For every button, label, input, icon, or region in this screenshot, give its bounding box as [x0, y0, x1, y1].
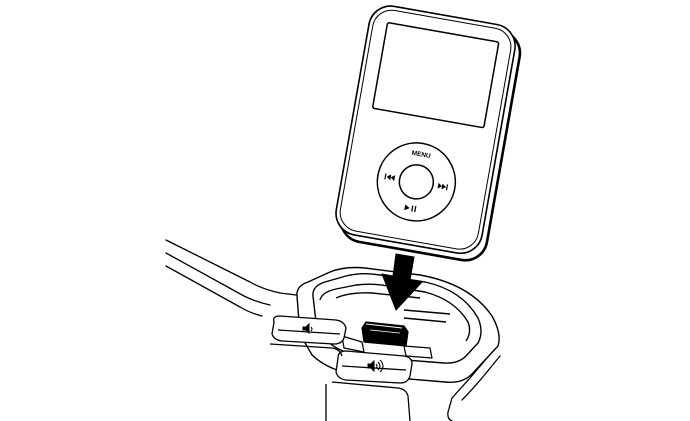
keyboard-body	[165, 239, 501, 421]
ipod-screen	[372, 22, 500, 129]
volume-up-icon	[367, 359, 384, 373]
skip-forward-icon	[437, 182, 449, 191]
dock-connector	[341, 321, 433, 359]
play-pause-icon	[404, 204, 417, 213]
skip-back-icon	[384, 173, 396, 182]
menu-label: MENU	[411, 150, 431, 160]
down-arrow-icon	[381, 253, 423, 311]
lower-keys	[269, 343, 411, 421]
volume-down-icon	[302, 322, 313, 335]
center-button[interactable]	[397, 162, 436, 201]
ipod-device: MENU	[335, 5, 522, 262]
